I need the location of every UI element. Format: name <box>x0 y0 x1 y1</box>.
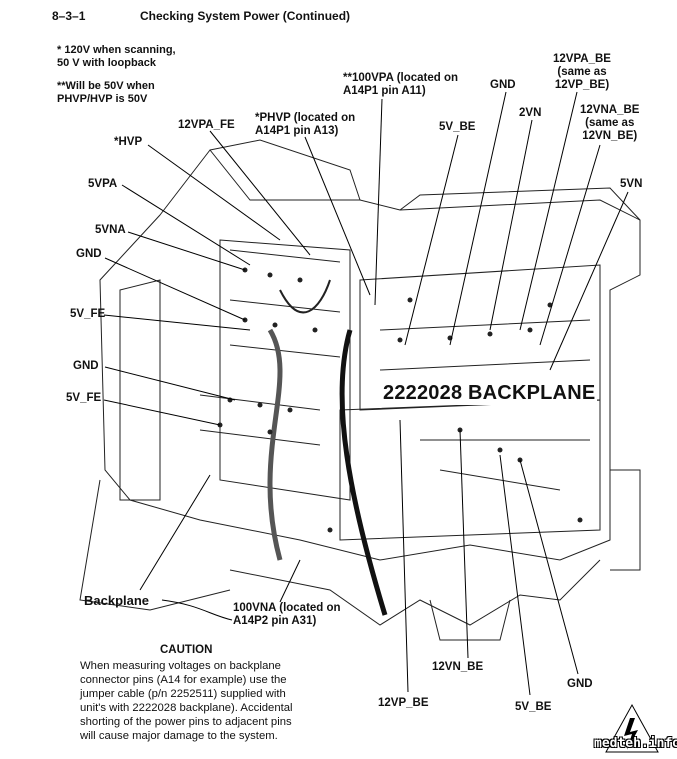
note-50v: **Will be 50V when PHVP/HVP is 50V <box>57 80 155 106</box>
note-line: 50 V with loopback <box>57 57 157 69</box>
label-5v-fe-1: 5V_FE <box>70 308 106 320</box>
note-line: **Will be 50V when <box>57 80 155 92</box>
label-gnd-left-2: GND <box>73 360 99 372</box>
label-gnd-left-1: GND <box>76 248 102 260</box>
label-12vn-be: 12VN_BE <box>432 661 484 673</box>
caution-line: connector pins (A14 for example) use the <box>80 674 287 686</box>
label-5vn: 5VN <box>620 178 643 190</box>
label-gnd-bottom: GND <box>567 678 593 690</box>
label-line: A14P2 pin A31) <box>233 615 317 627</box>
caution-line: unit's with 2222028 backplane). Accident… <box>80 702 293 714</box>
section-number: 8–3–1 <box>52 9 86 23</box>
caution-text: When measuring voltages on backplane con… <box>80 659 350 743</box>
watermark: medteh.info <box>594 736 677 751</box>
caution-line: jumper cable (p/n 2252511) supplied with <box>80 688 286 700</box>
label-12vpa-fe: 12VPA_FE <box>178 119 235 131</box>
label-5v-be-top: 5V_BE <box>439 121 476 133</box>
label-5v-fe-2: 5V_FE <box>66 392 102 404</box>
label-5vna: 5VNA <box>95 224 126 236</box>
label-line: (same as <box>585 117 635 129</box>
caution-line: When measuring voltages on backplane <box>80 660 281 672</box>
label-backplane: Backplane <box>84 593 150 608</box>
label-2vn: 2VN <box>519 107 542 119</box>
label-100vna: 100VNA (located on A14P2 pin A31) <box>233 602 341 628</box>
label-line: 12VN_BE) <box>582 130 638 142</box>
label-12vna-be: 12VNA_BE (same as 12VN_BE) <box>580 104 639 143</box>
label-line: *PHVP (located on <box>255 112 356 124</box>
label-5v-be-bottom: 5V_BE <box>515 701 552 713</box>
caution-title: CAUTION <box>160 644 213 656</box>
label-line: 12VNA_BE <box>580 104 640 116</box>
label-gnd-top: GND <box>490 79 516 91</box>
label-phvp: *PHVP (located on A14P1 pin A13) <box>255 112 355 138</box>
page-title: Checking System Power (Continued) <box>140 9 351 23</box>
label-hvp: *HVP <box>114 136 143 148</box>
leader-lines <box>103 91 629 696</box>
label-12vp-be: 12VP_BE <box>378 697 429 709</box>
label-line: 12VPA_BE <box>553 53 611 65</box>
caution-line: will cause major damage to the system. <box>80 730 278 742</box>
label-line: (same as <box>557 66 607 78</box>
label-line: A14P1 pin A11) <box>343 85 426 97</box>
note-line: * 120V when scanning, <box>57 44 176 56</box>
label-5vpa: 5VPA <box>88 178 118 190</box>
note-voltage-scanning: * 120V when scanning, 50 V with loopback <box>57 44 176 70</box>
label-line: **100VPA (located on <box>343 72 459 84</box>
backplane-title: 2222028 BACKPLANE <box>381 382 598 405</box>
label-12vpa-be: 12VPA_BE (same as 12VP_BE) <box>553 53 611 92</box>
label-line: 100VNA (located on <box>233 602 341 614</box>
note-line: PHVP/HVP is 50V <box>57 93 148 105</box>
high-voltage-warning-icon <box>605 703 659 753</box>
label-line: 12VP_BE) <box>554 79 610 91</box>
label-line: A14P1 pin A13) <box>255 125 339 137</box>
label-100vpa: **100VPA (located on A14P1 pin A11) <box>343 72 458 98</box>
caution-line: shorting of the power pins to adjacent p… <box>80 716 292 728</box>
